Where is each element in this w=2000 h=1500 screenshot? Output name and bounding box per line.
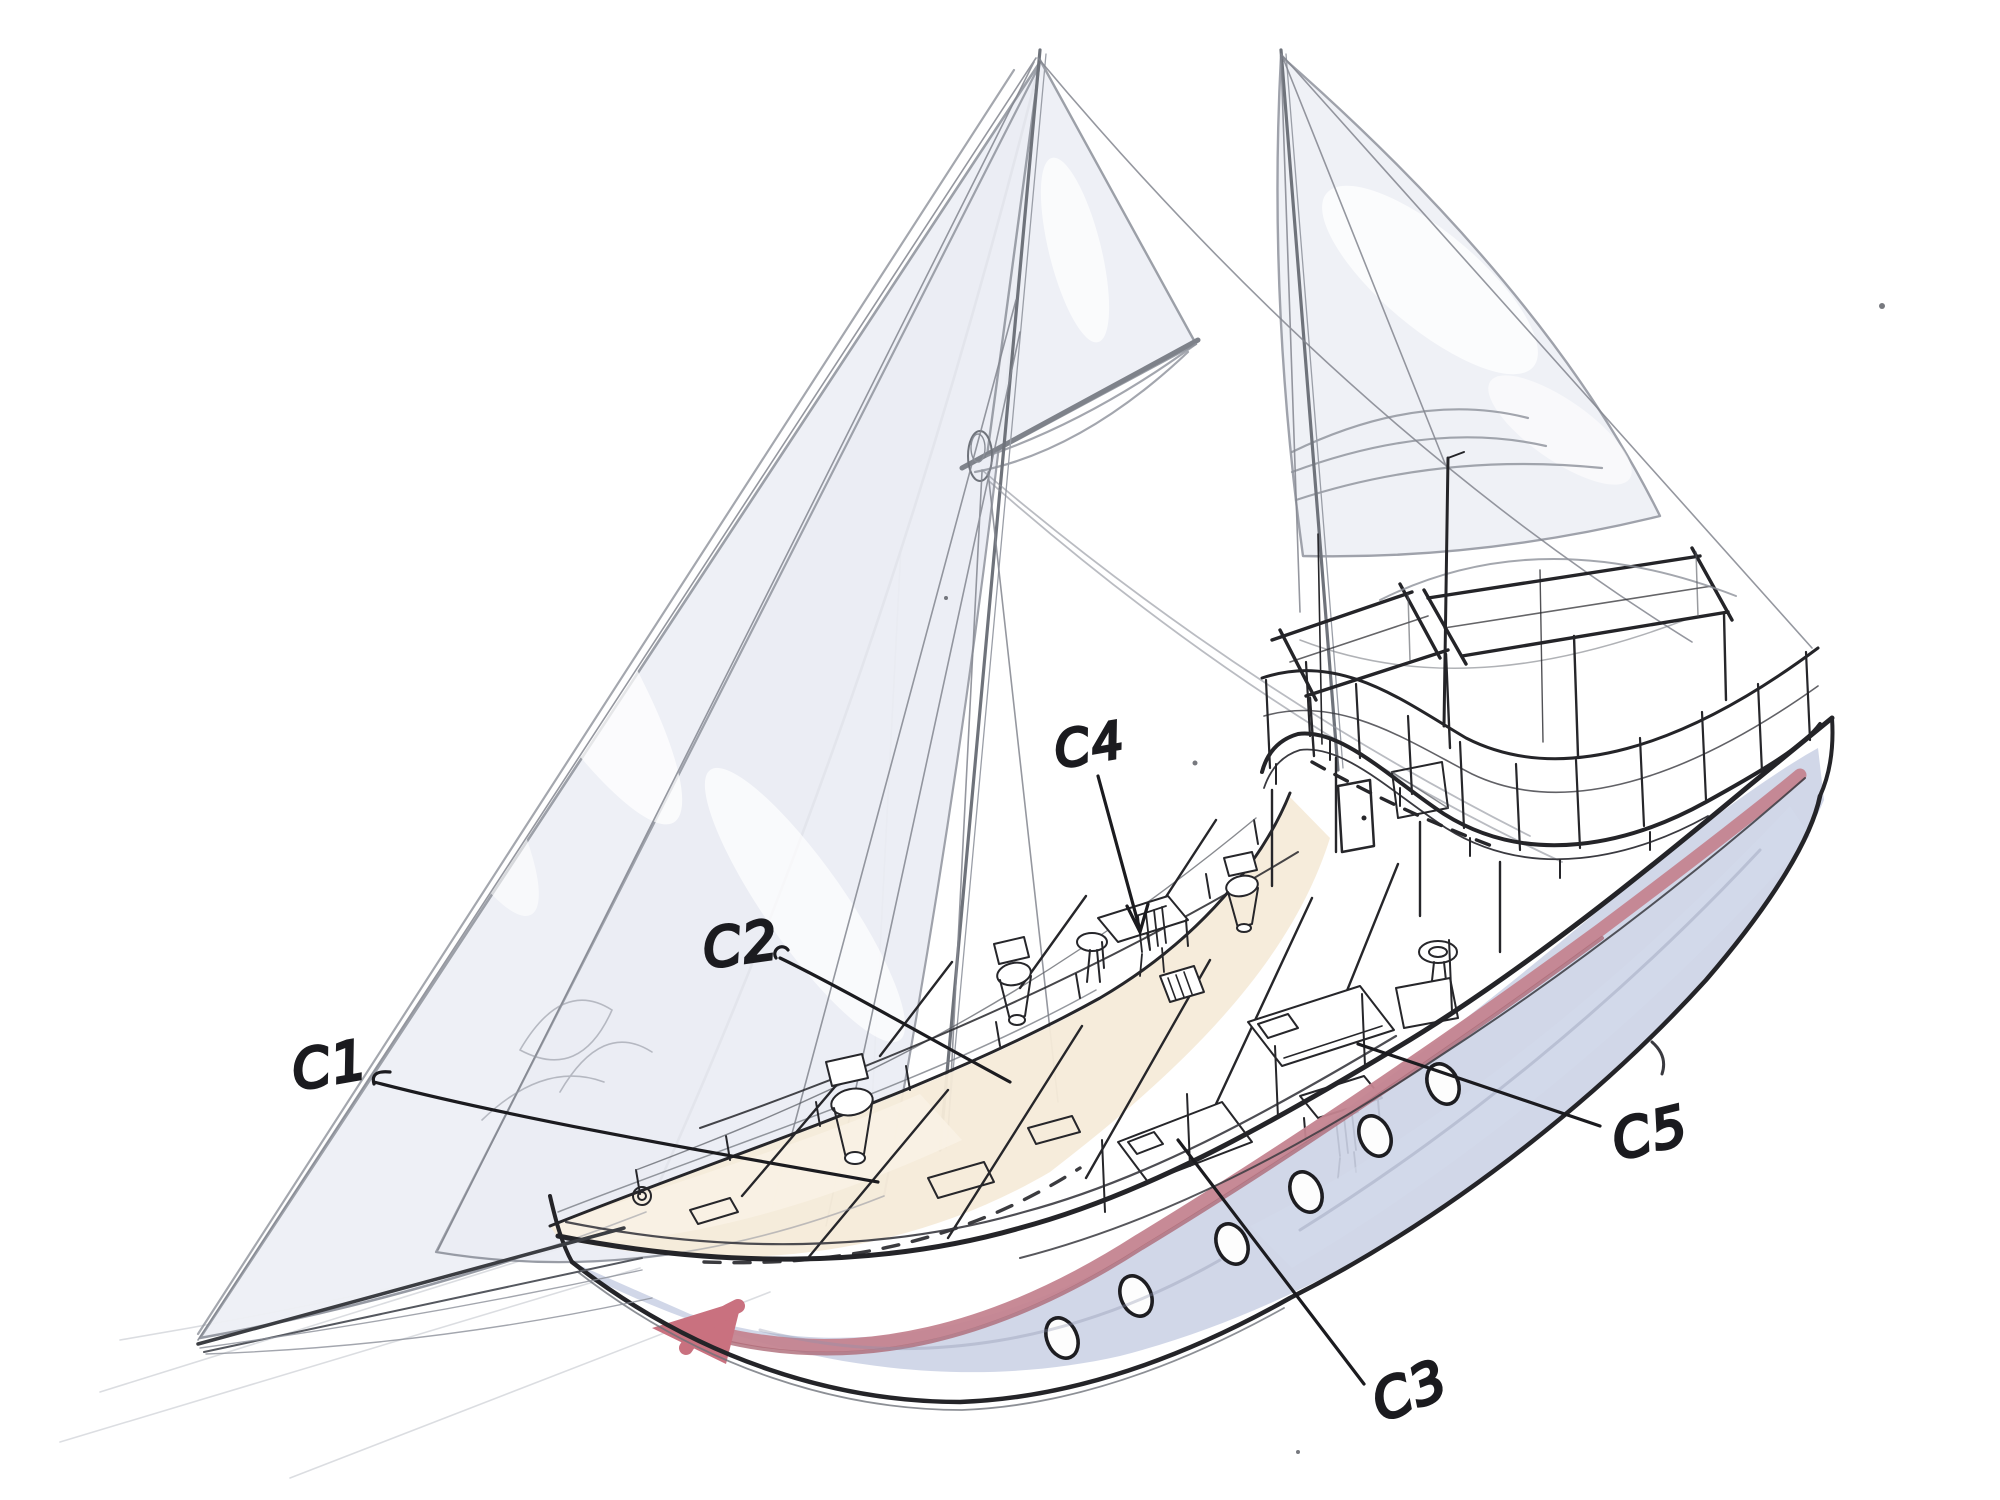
- annotation-c4: C4: [1048, 709, 1150, 937]
- leader-line-c4: [1096, 774, 1150, 937]
- stern-edge: [1818, 716, 1835, 798]
- cap-rail: [555, 715, 1835, 1262]
- leader-line-c2: [773, 945, 1012, 1084]
- gaff-boom: [959, 337, 1201, 471]
- cabin-partitions: [740, 818, 1400, 1260]
- bowsprit: [196, 1226, 626, 1346]
- bow-stem: [548, 1194, 574, 1264]
- foredeck-wash: [550, 1094, 962, 1242]
- ink-specks: [944, 303, 1885, 1454]
- stern-flagpole: [1442, 456, 1450, 728]
- cabin-label-c3: C3: [1363, 1347, 1457, 1434]
- cabin-label-c2: C2: [699, 908, 783, 981]
- cabin-label-c1: C1: [287, 1028, 373, 1103]
- annotation-c1: C1: [286, 1026, 880, 1184]
- hull-group: [196, 715, 1835, 1411]
- leader-line-c5: [1356, 1042, 1602, 1128]
- sails-group: [196, 54, 1662, 1340]
- antenna: [1317, 533, 1323, 745]
- corridor-line: [699, 851, 1299, 1129]
- stern-wash: [1250, 806, 1810, 1268]
- sail-highlights: [401, 157, 1632, 1043]
- aft-rail-top: [1260, 646, 1820, 761]
- leader-line-c1: [371, 1070, 880, 1184]
- cabin-label-c5: C5: [1606, 1093, 1695, 1173]
- deckhouse-door: [1336, 778, 1376, 854]
- waterline-stripe: [708, 768, 1807, 1352]
- aft-deck-edge: [1260, 722, 1822, 848]
- cabin-label-c4: C4: [1050, 710, 1130, 779]
- annotation-c2: C2: [697, 906, 1012, 1084]
- rigging-group: [197, 48, 1813, 1341]
- canopy-roof: [1270, 546, 1734, 702]
- superstructure-group: [1260, 451, 1822, 954]
- keel-line: [569, 793, 1823, 1405]
- leader-line-c3: [1176, 1138, 1366, 1386]
